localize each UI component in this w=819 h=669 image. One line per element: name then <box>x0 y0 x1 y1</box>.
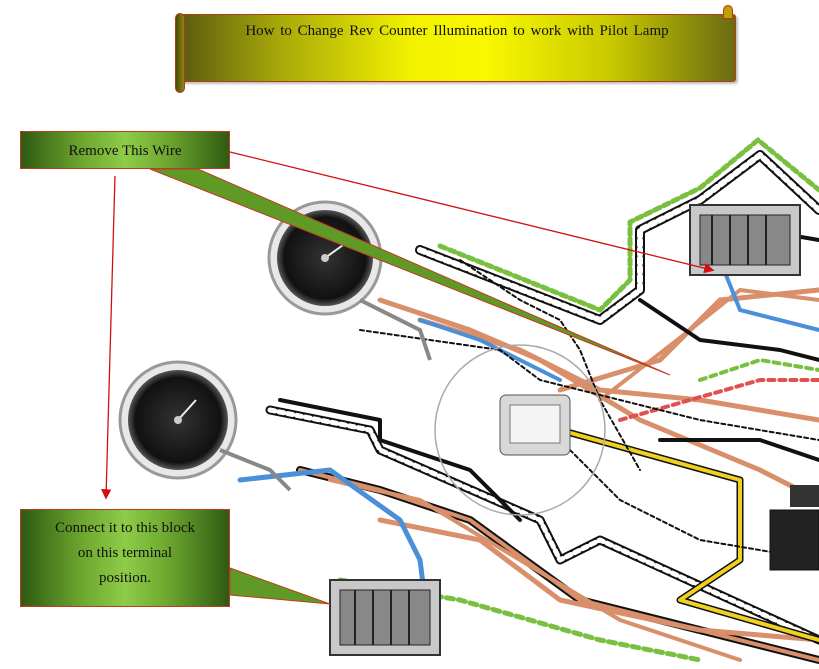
junction-outline <box>434 344 606 516</box>
arrow-to-connect-callout <box>101 175 116 500</box>
remove-callout-tail <box>149 168 671 376</box>
title-banner: How to Change Rev Counter Illumination t… <box>175 5 736 93</box>
connect-line-2: on this terminal <box>77 545 173 561</box>
relay-block-icon <box>769 485 819 571</box>
scroll-curl-right <box>723 5 733 19</box>
connect-callout-tail <box>229 567 331 605</box>
connect-block-callout: Connect it to this block on this termina… <box>20 509 230 607</box>
arrow-to-upper-block <box>229 151 715 274</box>
terminal-block-upper-icon <box>689 204 801 276</box>
terminal-block-lower-icon <box>329 579 441 656</box>
speedometer-gauge-icon <box>267 200 432 361</box>
scroll-curl-left <box>175 13 185 93</box>
central-connector <box>499 394 571 456</box>
connect-line-3: position. <box>98 570 152 586</box>
remove-wire-callout: Remove This Wire <box>20 131 230 169</box>
remove-wire-label: Remove This Wire <box>68 143 182 159</box>
rev-counter-gauge-icon <box>118 360 292 492</box>
connect-line-1: Connect it to this block <box>55 520 195 536</box>
banner-title: How to Change Rev Counter Illumination t… <box>245 23 669 39</box>
